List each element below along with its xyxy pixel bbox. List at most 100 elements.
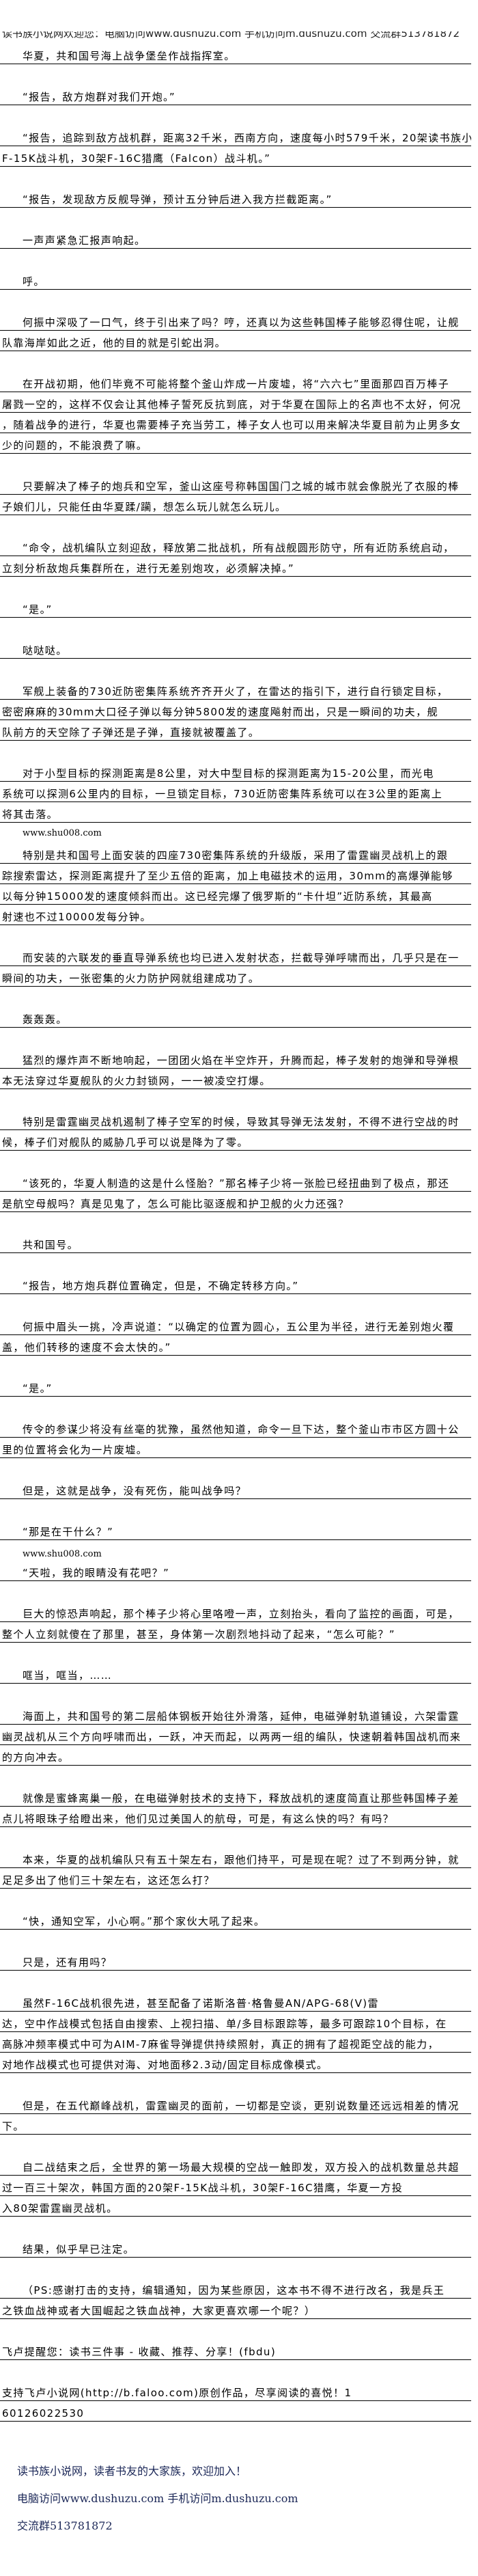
paragraph: 在开战初期，他们毕竟不可能将整个釜山炸成一片废墟，将“六六七”里面那四百万棒子屠… — [0, 372, 471, 474]
paragraph: 但是，这就是战争，没有死伤，能叫战争吗？ — [0, 1479, 471, 1520]
paragraph: 就像是蜜蜂离巢一般，在电磁弹射技术的支持下，释放战机的速度简直让那些韩国棒子差点… — [0, 1786, 471, 1848]
site-banner-text: 读书族小说网欢迎您：电脑访问www.dushuzu.com 手机访问m.dush… — [2, 31, 460, 40]
text-line: 整个人立刻就傻在了那里，甚至，身体第一次剧烈地抖动了起来，“怎么可能？” — [0, 1622, 471, 1643]
text-line: 踪搜索雷达，探测距离提升了至少五倍的距离，加上电磁技术的运用，30mm的高爆弹能… — [0, 864, 471, 884]
text-line: 何振中深吸了一口气，终于引出来了吗？哼，还真以为这些韩国棒子能够忍得住呢，让舰 — [0, 310, 471, 331]
text-line: 哒哒哒。 — [0, 638, 471, 659]
paragraph: 对于小型目标的探测距离是8公里，对大中型目标的探测距离为15-20公里，而光电系… — [0, 761, 471, 823]
text-line: 入80架雷霆幽灵战机。 — [0, 2196, 471, 2217]
paragraph: 支持飞卢小说网(http://b.faloo.com)原创作品，尽享阅读的喜悦！… — [0, 2381, 471, 2442]
text-line: 队靠海岸如此之近，他的目的就是引蛇出洞。 — [0, 331, 471, 351]
text-line: 轰轰轰。 — [0, 1007, 471, 1028]
paragraph: 只要解决了棒子的炮兵和空军，釜山这座号称韩国国门之城的城市就会像脱光了衣服的棒子… — [0, 474, 471, 536]
paragraph: 只是，还有用吗？ — [0, 1950, 471, 1991]
paragraph: 何振中眉头一挑，冷声说道：“以确定的位置为圆心，五公里为半径，进行无差别炮火覆盖… — [0, 1315, 471, 1376]
text-line: 呼。 — [0, 269, 471, 290]
text-line: 自二战结束之后，全世界的第一场最大规模的空战一触即发，双方投入的战机数量总共超 — [0, 2155, 471, 2176]
text-line: “报告，敌方炮群对我们开炮。” — [0, 85, 471, 105]
site-footer: 读书族小说网，读者书友的大家族，欢迎加入！ 电脑访问www.dushuzu.co… — [17, 2464, 298, 2546]
text-line: 海面上，共和国号的第二层船体钢板开始往外滑落，延伸，电磁弹射轨道铺设，六架雷霆 — [0, 1704, 471, 1725]
text-line: 是航空母舰吗？真是见鬼了，怎么可能比驱逐舰和护卫舰的火力还强？ — [0, 1192, 471, 1212]
paragraph: 但是，在五代巅峰战机，雷霆幽灵的面前，一切都是空谈，更别说数量还远远相差的情况下… — [0, 2094, 471, 2155]
text-line: 猛烈的爆炸声不断地响起，一团团火焰在半空炸开，升腾而起，棒子发射的炮弹和导弹根 — [0, 1048, 471, 1069]
text-line: 哐当，哐当，…… — [0, 1663, 471, 1684]
text-line: 之铁血战神或者大国崛起之铁血战神，大家更喜欢哪一个呢？） — [0, 2299, 471, 2319]
text-line: 少的问题的，不能浪费了嘛。 — [0, 433, 471, 454]
paragraph: 军舰上装备的730近防密集阵系统齐齐开火了，在雷达的指引下，进行自行锁定目标，密… — [0, 679, 471, 761]
text-line: 军舰上装备的730近防密集阵系统齐齐开火了，在雷达的指引下，进行自行锁定目标， — [0, 679, 471, 700]
text-line: 但是，这就是战争，没有死伤，能叫战争吗？ — [0, 1479, 471, 1499]
text-line: 特别是雷霆幽灵战机遏制了棒子空军的时候，导致其导弹无法发射，不得不进行空战的时 — [0, 1110, 471, 1130]
paragraph: 飞卢提醒您：读书三件事 - 收藏、推荐、分享！(fbdu) — [0, 2340, 471, 2381]
text-line: 达，空中作战模式包括自由搜索、上视扫描、单/多目标跟踪等，最多可跟踪10个目标，… — [0, 2012, 471, 2032]
paragraph: 海面上，共和国号的第二层船体钢板开始往外滑落，延伸，电磁弹射轨道铺设，六架雷霆幽… — [0, 1704, 471, 1786]
text-line: 下。 — [0, 2114, 471, 2135]
paragraph: 特别是雷霆幽灵战机遏制了棒子空军的时候，导致其导弹无法发射，不得不进行空战的时候… — [0, 1110, 471, 1171]
text-line: 虽然F-16C战机很先进，甚至配备了诺斯洛普·格鲁曼AN/APG-68(V)雷 — [0, 1991, 471, 2012]
text-line: 子娘们儿，只能任由华夏蹂/躏，想怎么玩儿就怎么玩儿。 — [0, 495, 471, 515]
footer-access-links[interactable]: 电脑访问www.dushuzu.com 手机访问m.dushuzu.com — [17, 2492, 298, 2505]
text-line: 系统可以探测6公里内的目标，一旦锁定目标，730近防密集阵系统可以在3公里的距离… — [0, 782, 471, 802]
text-line: （PS:感谢打击的支持，编辑通知，因为某些原因，这本书不得不进行改名，我是兵王 — [0, 2278, 471, 2299]
text-line: 而安装的六联发的垂直导弹系统也均已进入发射状态，拦截导弹呼啸而出，几乎只是在一 — [0, 946, 471, 966]
paragraph: 呼。 — [0, 269, 471, 310]
text-line: 过一百三十架次，韩国方面的20架F-15K战斗机，30架F-16C猎鹰，华夏一方… — [0, 2176, 471, 2196]
text-line: 对地作战模式也可提供对海、对地面移2.3动/固定目标成像模式。 — [0, 2053, 471, 2073]
text-line: 只要解决了棒子的炮兵和空军，釜山这座号称韩国国门之城的城市就会像脱光了衣服的棒 — [0, 474, 471, 495]
text-line: 何振中眉头一挑，冷声说道：“以确定的位置为圆心，五公里为半径，进行无差别炮火覆 — [0, 1315, 471, 1335]
text-line: “天啦，我的眼睛没有花吧？” — [0, 1561, 471, 1581]
text-line: 以每分钟15000发的速度倾斜而出。这已经完爆了俄罗斯的“卡什坦”近防系统，其最… — [0, 884, 471, 905]
text-line: 支持飞卢小说网(http://b.faloo.com)原创作品，尽享阅读的喜悦！… — [0, 2381, 471, 2401]
text-line: 特别是共和国号上面安装的四座730密集阵系统的升级版，采用了雷霆幽灵战机上的跟 — [0, 843, 471, 864]
text-line: 一声声紧急汇报声响起。 — [0, 228, 471, 249]
paragraph: 自二战结束之后，全世界的第一场最大规模的空战一触即发，双方投入的战机数量总共超过… — [0, 2155, 471, 2237]
chapter-body: 华夏，共和国号海上战争堡垒作战指挥室。 “报告，敌方炮群对我们开炮。” “报告，追踪… — [0, 44, 471, 2442]
paragraph: 虽然F-16C战机很先进，甚至配备了诺斯洛普·格鲁曼AN/APG-68(V)雷达… — [0, 1991, 471, 2094]
paragraph: 结果，似乎早已注定。 — [0, 2237, 471, 2278]
text-line: 在开战初期，他们毕竟不可能将整个釜山炸成一片废墟，将“六六七”里面那四百万棒子 — [0, 372, 471, 392]
text-line: 结果，似乎早已注定。 — [0, 2237, 471, 2258]
text-line: “快，通知空军，小心啊。”那个家伙大吼了起来。 — [0, 1909, 471, 1930]
text-line: 对于小型目标的探测距离是8公里，对大中型目标的探测距离为15-20公里，而光电 — [0, 761, 471, 782]
text-line: F-15K战斗机，30架F-16C猎鹰（Falcon）战斗机。” — [0, 146, 471, 167]
text-line: 密密麻麻的30mm大口径子弹以每分钟5800发的速度飚射而出，只是一瞬间的功夫，… — [0, 700, 471, 720]
text-line: 立刻分析敌炮兵集群所在，进行无差别炮攻，必须解决掉。” — [0, 556, 471, 577]
paragraph: “是。” — [0, 1376, 471, 1417]
paragraph: “命令，战机编队立刻迎敌，释放第二批战机，所有战舰圆形防守，所有近防系统启动，立… — [0, 536, 471, 597]
text-line: 队前方的天空除了子弹还是子弹，直接就被覆盖了。 — [0, 720, 471, 741]
paragraph: 共和国号。 — [0, 1233, 471, 1274]
text-line: “是。” — [0, 1376, 471, 1397]
paragraph: “是。” — [0, 597, 471, 638]
footer-group-number: 交流群513781872 — [17, 2519, 113, 2532]
paragraph: 华夏，共和国号海上战争堡垒作战指挥室。 — [0, 44, 471, 85]
watermark-text: www.shu008.com — [23, 828, 102, 838]
paragraph: 哐当，哐当，…… — [0, 1663, 471, 1704]
text-line: 只是，还有用吗？ — [0, 1950, 471, 1971]
paragraph: 轰轰轰。 — [0, 1007, 471, 1048]
footer-welcome: 读书族小说网，读者书友的大家族，欢迎加入！ — [17, 2465, 247, 2478]
text-line: 华夏，共和国号海上战争堡垒作战指挥室。 — [0, 44, 471, 64]
paragraph: 一声声紧急汇报声响起。 — [0, 228, 471, 269]
paragraph: 传令的参谋少将没有丝毫的犹豫，虽然他知道，命令一旦下达，整个釜山市市区方圆十公里… — [0, 1417, 471, 1479]
paragraph: 何振中深吸了一口气，终于引出来了吗？哼，还真以为这些韩国棒子能够忍得住呢，让舰队… — [0, 310, 471, 372]
site-banner: 读书族小说网欢迎您：电脑访问www.dushuzu.com 手机访问m.dush… — [0, 31, 478, 40]
paragraph: “报告，追踪到敌方战机群，距离32千米，西南方向，速度每小时579千米，20架读… — [0, 126, 471, 187]
text-line: 幽灵战机从三个方向呼啸而出，一跃，冲天而起，以两两一组的编队，快速朝着韩国战机而… — [0, 1725, 471, 1745]
paragraph: “快，通知空军，小心啊。”那个家伙大吼了起来。 — [0, 1909, 471, 1950]
text-line: 巨大的惊恐声响起，那个棒子少将心里咯噔一声，立刻抬头，看向了监控的画面，可是， — [0, 1602, 471, 1622]
text-line: “是。” — [0, 597, 471, 618]
paragraph: 哒哒哒。 — [0, 638, 471, 679]
text-line: 将其击落。 — [0, 802, 471, 823]
paragraph: 巨大的惊恐声响起，那个棒子少将心里咯噔一声，立刻抬头，看向了监控的画面，可是，整… — [0, 1602, 471, 1663]
text-line: 屠戮一空的，这样不仅会让其他棒子誓死反抗到底，对于华夏在国际上的名声也不太好，何… — [0, 392, 471, 413]
text-line: 60126022530 — [0, 2401, 471, 2422]
text-line: 足足多出了他们三十架左右，这还怎么打？ — [0, 1868, 471, 1889]
paragraph: “天啦，我的眼睛没有花吧？” — [0, 1561, 471, 1602]
paragraph: 本来，华夏的战机编队只有五十架左右，跟他们持平，可是现在呢？过了不到两分钟，就足… — [0, 1848, 471, 1909]
text-line: 但是，在五代巅峰战机，雷霆幽灵的面前，一切都是空谈，更别说数量还远远相差的情况 — [0, 2094, 471, 2114]
paragraph: （PS:感谢打击的支持，编辑通知，因为某些原因，这本书不得不进行改名，我是兵王之… — [0, 2278, 471, 2340]
text-line: 飞卢提醒您：读书三件事 - 收藏、推荐、分享！(fbdu) — [0, 2340, 471, 2360]
paragraph: “报告，发现敌方反舰导弹，预计五分钟后进入我方拦截距离。” — [0, 187, 471, 228]
paragraph: “报告，敌方炮群对我们开炮。” — [0, 85, 471, 126]
watermark: www.shu008.com — [0, 1540, 471, 1561]
